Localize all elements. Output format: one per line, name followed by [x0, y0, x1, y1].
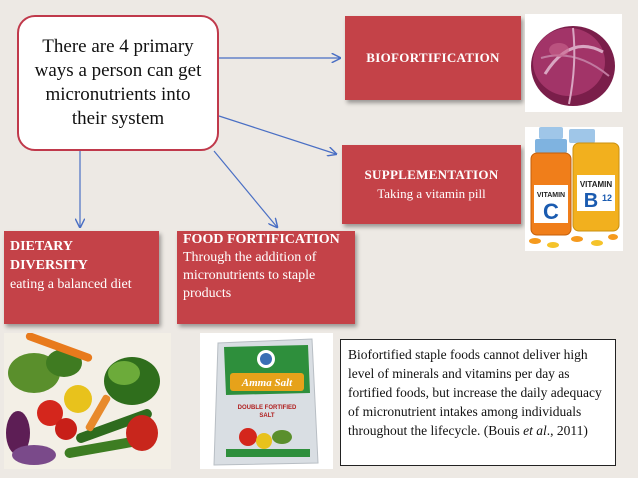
note-et-al: et al [523, 423, 547, 438]
vitamin-b-label: VITAMIN [580, 180, 613, 189]
vitamin-c-letter: C [543, 199, 559, 224]
food-fortification-box: FOOD FORTIFICATION Through the addition … [177, 231, 355, 324]
main-box-text: There are 4 primary ways a person can ge… [34, 36, 202, 129]
vitamin-b-letter: B [584, 190, 598, 212]
biofortification-box: BIOFORTIFICATION [345, 16, 521, 100]
food-fortification-desc: Through the addition of micronutrients t… [183, 250, 317, 301]
vitamin-c-label: VITAMIN [537, 192, 565, 199]
arrow-to-food-fortification [213, 150, 277, 227]
vitamin-bottles-image: VITAMIN B 12 VITAMIN C [525, 127, 623, 251]
supplementation-subtitle: Taking a vitamin pill [377, 186, 486, 201]
dietary-desc: eating a balanced diet [10, 277, 132, 292]
amma-salt-package-image: Amma Salt DOUBLE FORTIFIED SALT [200, 333, 333, 469]
arrow-to-supplementation [218, 115, 336, 154]
salt-brand-text: Amma Salt [241, 377, 293, 389]
vegetables-image [4, 333, 171, 469]
salt-kind: SALT [259, 413, 275, 419]
biofortification-title: BIOFORTIFICATION [366, 50, 500, 65]
food-fortification-title: FOOD FORTIFICATION [183, 232, 340, 247]
dietary-title-line1: DIETARY [10, 239, 74, 254]
salt-tagline: DOUBLE FORTIFIED [238, 405, 297, 411]
dietary-title-line2: DIVERSITY [10, 258, 88, 273]
biofortification-note: Biofortified staple foods cannot deliver… [340, 339, 616, 466]
supplementation-box: SUPPLEMENTATION Taking a vitamin pill [342, 145, 521, 224]
note-text: Biofortified staple foods cannot deliver… [348, 347, 602, 438]
note-text-end: ., 2011) [546, 423, 588, 438]
main-question-box: There are 4 primary ways a person can ge… [17, 15, 219, 151]
dietary-diversity-box: DIETARY DIVERSITY eating a balanced diet [4, 231, 159, 324]
supplementation-title: SUPPLEMENTATION [364, 167, 499, 182]
red-cabbage-image [525, 14, 622, 112]
vitamin-b-sub: 12 [602, 193, 612, 203]
